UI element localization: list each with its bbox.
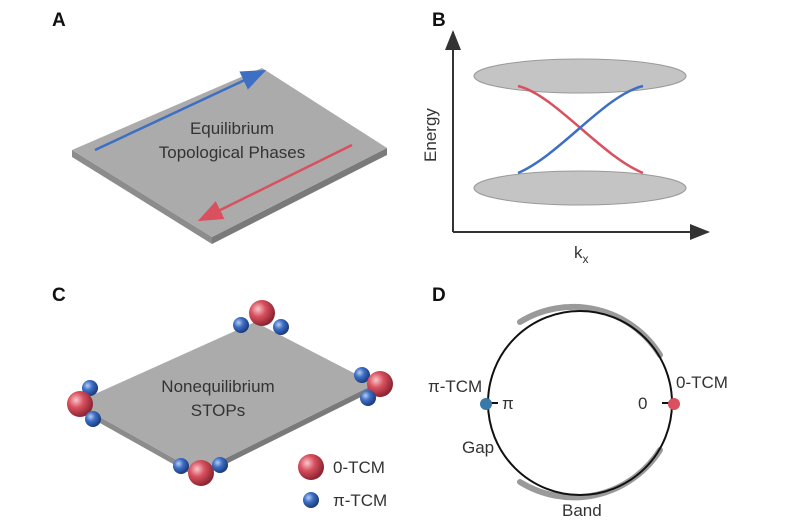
zero-tcm-sphere: [367, 371, 393, 397]
zero-tcm-sphere: [249, 300, 275, 326]
panel-c-text-line1: Nonequilibrium: [161, 377, 274, 396]
panel-c: C Nonequilibrium STOPs 0-TCM π-TCM: [52, 285, 393, 510]
pi-tcm-sphere: [354, 367, 370, 383]
band-arc-top: [517, 303, 663, 358]
dispersion-blue: [517, 84, 644, 175]
band-label: Band: [562, 501, 602, 520]
upper-band: [473, 58, 687, 94]
legend-pi-tcm-marker: [303, 492, 319, 508]
pi-tcm-label: π-TCM: [428, 377, 482, 396]
pi-tcm-sphere: [173, 458, 189, 474]
pi-tcm-sphere: [233, 317, 249, 333]
legend-zero-tcm-label: 0-TCM: [333, 458, 385, 477]
edge-arrow-blue: [94, 69, 267, 152]
plate-c-top: [75, 322, 375, 472]
dispersion-red: [517, 84, 644, 175]
y-axis-label: Energy: [421, 108, 440, 162]
plate-a-side-right: [212, 148, 387, 244]
panel-b: B Energy kx: [421, 10, 710, 266]
x-axis-label-main: k: [574, 243, 583, 262]
pi-tcm-sphere: [212, 457, 228, 473]
legend: 0-TCM π-TCM: [298, 454, 387, 510]
plate-c-side-left: [75, 403, 198, 478]
plate-a-top: [72, 68, 387, 237]
pi-tcm-sphere: [360, 390, 376, 406]
panel-a-label: A: [52, 10, 66, 31]
panel-a-text-line2: Topological Phases: [159, 143, 305, 162]
zero-tcm-sphere: [67, 391, 93, 417]
panel-d-label: D: [432, 285, 446, 306]
x-axis-label: kx: [574, 243, 589, 266]
panel-d: D π-TCM π 0-TCM 0 Gap Band: [428, 285, 728, 520]
pi-label: π: [502, 394, 514, 413]
zero-tcm-sphere: [188, 460, 214, 486]
zero-tcm-marker: [668, 398, 680, 410]
zero-tcm-label: 0-TCM: [676, 373, 728, 392]
legend-zero-tcm-marker: [298, 454, 324, 480]
panel-a: A Equilibrium Topological Phases: [52, 10, 387, 244]
x-axis-label-sub: x: [583, 252, 589, 266]
panel-a-text-line1: Equilibrium: [190, 119, 274, 138]
pi-tcm-marker: [480, 398, 492, 410]
zero-label: 0: [638, 394, 647, 413]
plate-a-side-left: [72, 150, 212, 244]
edge-arrow-red: [197, 143, 353, 222]
gap-label: Gap: [462, 438, 494, 457]
pi-tcm-sphere: [82, 380, 98, 396]
pi-tcm-sphere: [85, 411, 101, 427]
panel-c-label: C: [52, 285, 66, 306]
lower-band: [473, 170, 687, 206]
pi-tcm-sphere: [273, 319, 289, 335]
plate-c-side-right: [198, 384, 375, 478]
panel-c-text-line2: STOPs: [191, 401, 245, 420]
legend-pi-tcm-label: π-TCM: [333, 491, 387, 510]
panel-b-label: B: [432, 10, 446, 31]
